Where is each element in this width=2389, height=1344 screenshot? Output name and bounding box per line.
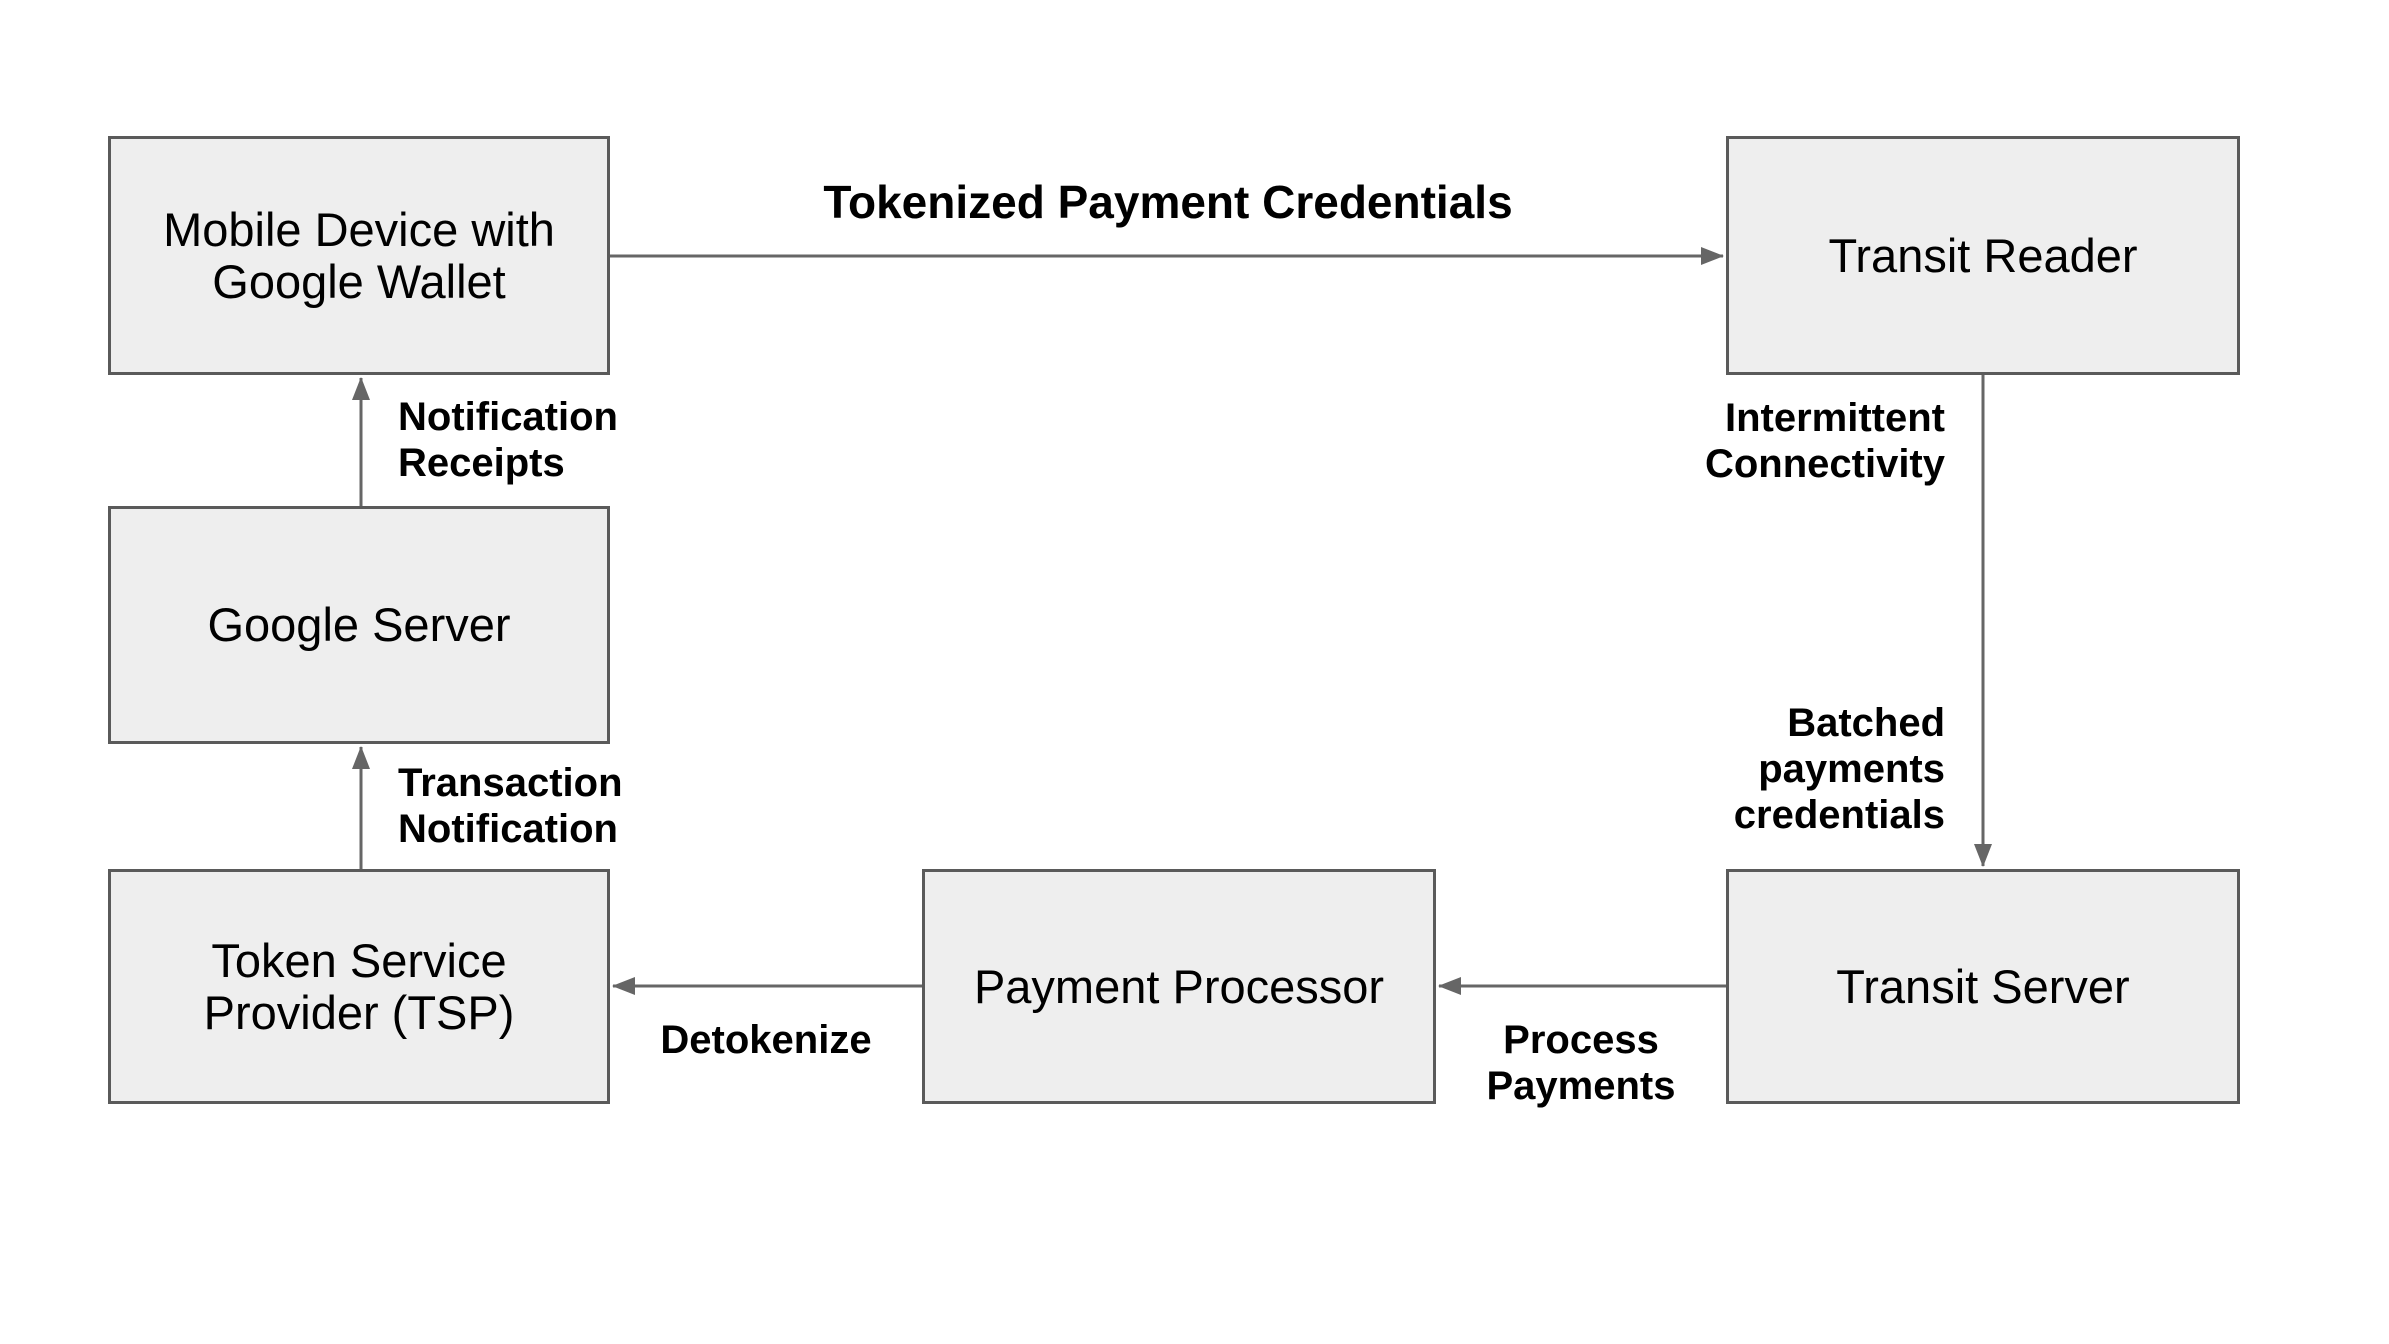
edge-label-intermittent-connectivity: Intermittent Connectivity bbox=[1704, 396, 1945, 486]
edge-label-transaction-notification: Transaction Notification bbox=[398, 761, 623, 851]
node-token-service-provider: Token Service Provider (TSP) bbox=[108, 869, 610, 1104]
node-label: Transit Reader bbox=[1828, 228, 2138, 282]
node-label: Payment Processor bbox=[973, 959, 1385, 1013]
node-payment-processor: Payment Processor bbox=[922, 869, 1436, 1104]
edge-label-batched-payments-credentials: Batched payments credentials bbox=[1733, 701, 1945, 837]
node-mobile-device-google-wallet: Mobile Device with Google Wallet bbox=[108, 136, 610, 375]
node-label: Google Server bbox=[207, 598, 511, 651]
node-label: Token Service Provider (TSP) bbox=[203, 933, 515, 1039]
node-label: Transit Server bbox=[1836, 959, 2130, 1013]
edge-label-process-payments: Process Payments bbox=[1486, 1018, 1676, 1108]
edge-label-detokenize: Detokenize bbox=[660, 1018, 872, 1062]
node-transit-reader: Transit Reader bbox=[1726, 136, 2240, 375]
node-transit-server: Transit Server bbox=[1726, 869, 2240, 1104]
edge-label-tokenized-payment-credentials: Tokenized Payment Credentials bbox=[823, 176, 1513, 228]
edge-label-notification-receipts: Notification Receipts bbox=[398, 395, 618, 485]
node-label: Mobile Device with Google Wallet bbox=[163, 202, 555, 308]
node-google-server: Google Server bbox=[108, 506, 610, 744]
